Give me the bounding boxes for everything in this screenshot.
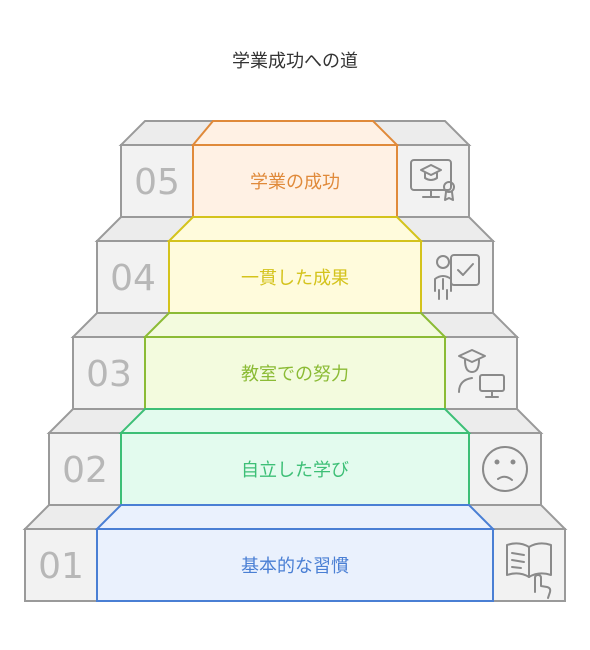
step-label: 自立した学び bbox=[241, 460, 349, 481]
person-checkboard-icon bbox=[434, 254, 480, 300]
step-01: 01 基本的な習慣 bbox=[22, 504, 568, 602]
diagram-title: 学業成功への道 bbox=[232, 51, 358, 72]
step-03: 03 教室での努力 bbox=[70, 312, 520, 410]
step-number: 05 bbox=[134, 162, 180, 203]
book-hand-icon bbox=[506, 542, 552, 599]
step-05: 05 学業の成功 bbox=[118, 120, 472, 218]
step-label: 学業の成功 bbox=[250, 172, 340, 193]
step-number: 02 bbox=[62, 450, 108, 491]
step-04: 04 一貫した成果 bbox=[94, 216, 496, 314]
certificate-monitor-icon bbox=[410, 159, 455, 201]
step-number: 03 bbox=[86, 354, 132, 395]
step-02: 02 自立した学び bbox=[46, 408, 544, 506]
thinking-face-icon bbox=[482, 446, 528, 492]
step-number: 01 bbox=[38, 546, 84, 587]
step-label: 一貫した成果 bbox=[241, 268, 349, 289]
step-label: 教室での努力 bbox=[241, 364, 349, 385]
step-number: 04 bbox=[110, 258, 156, 299]
step-label: 基本的な習慣 bbox=[241, 556, 349, 577]
graduate-computer-icon bbox=[458, 349, 505, 398]
